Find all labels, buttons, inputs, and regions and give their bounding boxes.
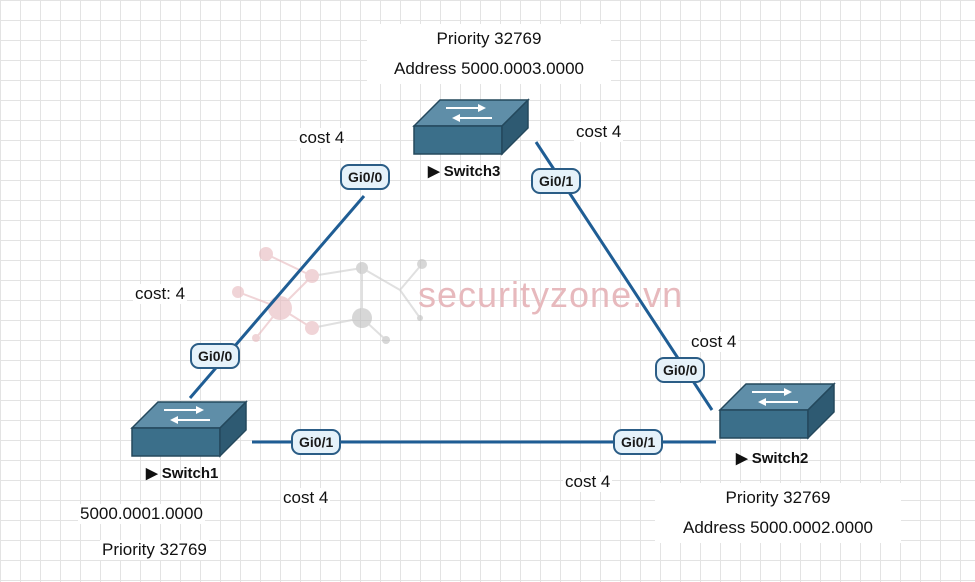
- switch3-icon[interactable]: [412, 98, 530, 156]
- switch1-priority: Priority 32769: [100, 540, 209, 560]
- port-switch2-gi0-0[interactable]: Gi0/0: [655, 357, 706, 383]
- watermark-graphic: [232, 247, 427, 344]
- cost-switch3-left: cost 4: [297, 128, 347, 148]
- switch2-name[interactable]: ▶ Switch2: [736, 449, 808, 467]
- play-icon: ▶: [736, 450, 748, 467]
- switch1-label: Switch1: [161, 465, 219, 482]
- play-icon: ▶: [428, 163, 440, 180]
- switch2-info: Priority 32769 Address 5000.0002.0000: [655, 483, 901, 543]
- switch3-label: Switch3: [443, 163, 501, 180]
- cost-bottom-left: cost 4: [281, 488, 331, 508]
- switch3-address: Address 5000.0003.0000: [394, 59, 584, 78]
- switch3-priority: Priority 32769: [436, 29, 542, 48]
- switch2-icon[interactable]: [718, 382, 836, 440]
- port-switch1-gi0-1[interactable]: Gi0/1: [291, 429, 342, 455]
- switch3-info: Priority 32769 Address 5000.0003.0000: [367, 24, 611, 84]
- switch2-address: Address 5000.0002.0000: [683, 518, 873, 537]
- cost-bottom-right: cost 4: [563, 472, 613, 492]
- play-icon: ▶: [146, 465, 158, 482]
- cost-switch1-upper: cost: 4: [133, 284, 188, 304]
- cost-switch2-upper: cost 4: [689, 332, 739, 352]
- watermark-text: securityzone.vn: [418, 274, 684, 315]
- switch2-priority: Priority 32769: [725, 488, 831, 507]
- port-switch1-gi0-0[interactable]: Gi0/0: [190, 343, 241, 369]
- switch1-icon[interactable]: [130, 400, 248, 458]
- switch1-name[interactable]: ▶ Switch1: [146, 464, 218, 482]
- cost-switch3-right: cost 4: [574, 122, 624, 142]
- switch2-label: Switch2: [751, 450, 809, 467]
- port-switch3-gi0-1[interactable]: Gi0/1: [531, 168, 582, 194]
- port-switch3-gi0-0[interactable]: Gi0/0: [340, 164, 391, 190]
- port-switch2-gi0-1[interactable]: Gi0/1: [613, 429, 664, 455]
- switch1-address: 5000.0001.0000: [78, 504, 205, 524]
- switch3-name[interactable]: ▶ Switch3: [428, 162, 500, 180]
